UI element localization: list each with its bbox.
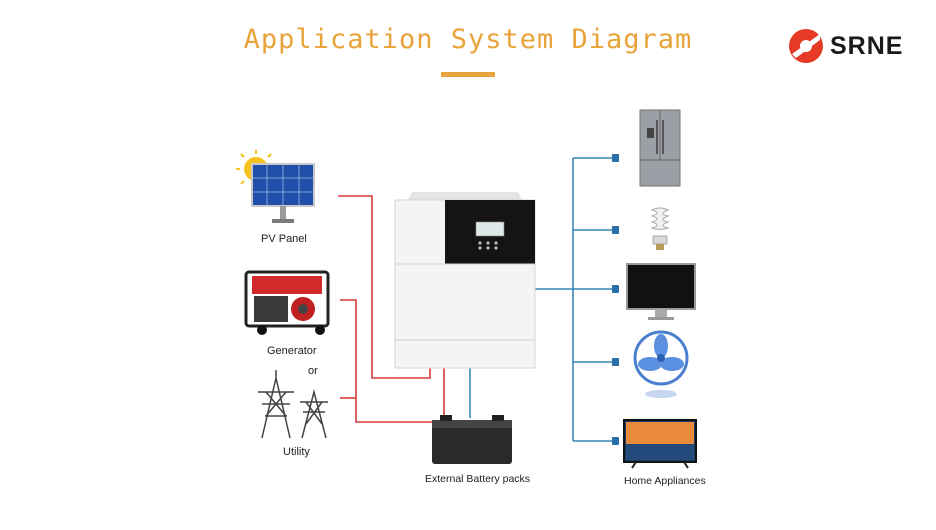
- inverter-icon: [394, 192, 536, 369]
- brand-name: SRNE: [830, 32, 904, 60]
- solar-panel-icon: [236, 150, 315, 223]
- bulb-icon: [650, 207, 670, 250]
- refrigerator-icon: [639, 109, 681, 187]
- page-title: Application System Diagram: [243, 24, 693, 55]
- srne-logo-icon: [789, 29, 823, 63]
- title-underline: [441, 72, 495, 77]
- plug-icons: [612, 154, 619, 445]
- battery-icon: [432, 415, 512, 464]
- output-wiring: [535, 157, 612, 442]
- or-label: or: [308, 365, 318, 377]
- home-appliances-label: Home Appliances: [624, 475, 706, 487]
- pv-panel-label: PV Panel: [261, 233, 307, 245]
- battery-label: External Battery packs: [425, 473, 531, 485]
- generator-icon: [244, 270, 330, 335]
- utility-tower-icon: [258, 370, 328, 439]
- utility-label: Utility: [283, 446, 310, 458]
- tv-icon: [623, 419, 697, 469]
- input-wiring: [338, 195, 445, 423]
- fan-icon: [633, 330, 689, 398]
- brand-logo: SRNE: [786, 24, 926, 68]
- monitor-icon: [626, 263, 696, 320]
- generator-label: Generator: [267, 345, 317, 357]
